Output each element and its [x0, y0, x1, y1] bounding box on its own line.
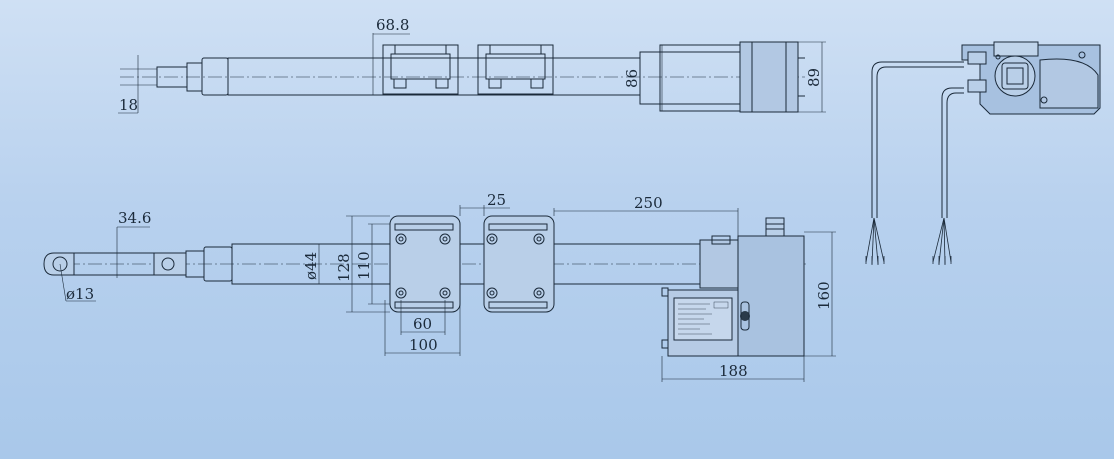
cable-gland-top [765, 217, 785, 237]
front-dim-188: 188 [719, 362, 748, 380]
front-dim-100: 100 [409, 336, 438, 354]
top-view: 68.8 18 86 89 [118, 16, 826, 114]
cable-gland-2 [967, 79, 987, 93]
front-motor [737, 235, 805, 357]
front-dim-25: 25 [487, 191, 506, 209]
clevis-hole [52, 256, 68, 272]
front-bracket-1 [389, 215, 461, 313]
top-dim-86: 86 [623, 69, 641, 88]
top-dim-68-8: 68.8 [376, 16, 409, 34]
front-dim-128: 128 [335, 253, 353, 282]
top-gearbox [639, 51, 741, 105]
front-dim-tube: ø44 [302, 252, 320, 280]
front-view: 34.6 ø13 ø44 128 110 60 100 25 [43, 191, 836, 382]
top-dim-89: 89 [805, 68, 823, 87]
top-rod-seal [201, 57, 229, 96]
front-gearbox [699, 239, 741, 289]
top-outer-tube [227, 57, 641, 96]
front-dim-250: 250 [634, 194, 663, 212]
top-motor [739, 41, 799, 113]
top-bracket-1 [382, 44, 459, 95]
side-view [865, 41, 1101, 265]
front-clevis [43, 252, 75, 276]
top-bracket-2 [477, 44, 554, 95]
wire-fan-1 [865, 217, 885, 265]
front-dim-160: 160 [815, 281, 833, 310]
front-dim-60: 60 [413, 315, 432, 333]
wire-fan-2 [932, 217, 952, 265]
front-bracket-2 [483, 215, 555, 313]
side-motor-end [994, 55, 1036, 97]
cable-2 [941, 87, 964, 218]
status-led [740, 311, 750, 321]
front-dim-34-6: 34.6 [118, 209, 151, 227]
cable-gland-1 [967, 51, 987, 65]
top-dim-18: 18 [119, 96, 138, 114]
front-dim-110: 110 [355, 251, 373, 280]
front-dim-hole: ø13 [66, 285, 94, 303]
cable-1 [871, 61, 964, 218]
